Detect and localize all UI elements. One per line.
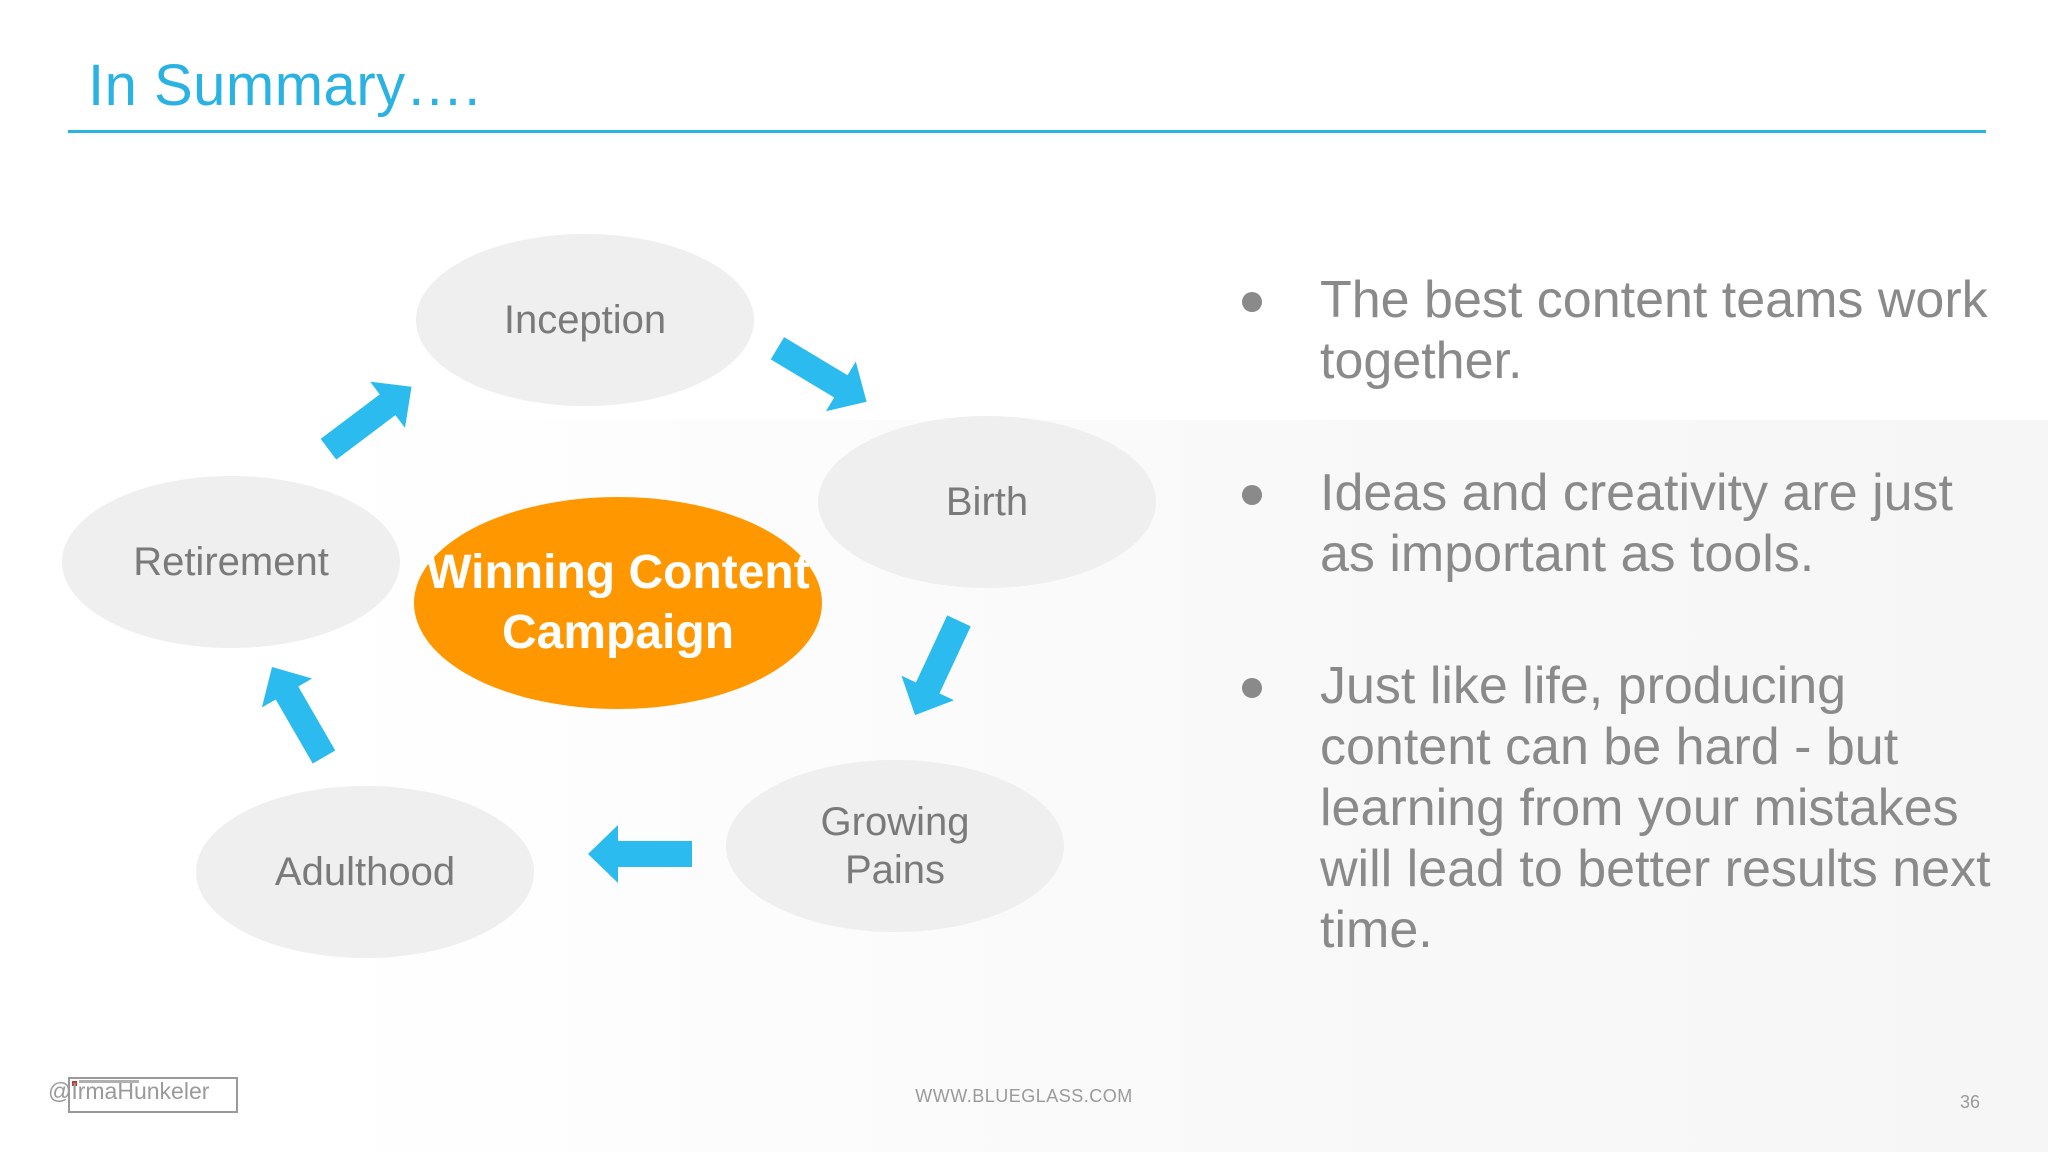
bullet-item: Just like life, producing content can be…: [1240, 656, 2020, 961]
stage-birth: Birth: [818, 416, 1156, 588]
center-winning-content-campaign: Winning Content Campaign: [414, 497, 822, 709]
summary-bullet-list: The best content teams work together. Id…: [1240, 270, 2020, 1032]
arrow-adulthood-to-retirement: [261, 666, 336, 764]
bullet-text: Just like life, producing content can be…: [1320, 657, 1991, 959]
bullet-dot-icon: [1242, 292, 1262, 312]
handle-thumbnail-frame: [68, 1077, 238, 1113]
twitter-handle: @IrmaHunkeler: [48, 1078, 210, 1104]
arrow-birth-to-growing-pains: [901, 615, 971, 716]
bullet-dot-icon: [1242, 678, 1262, 698]
stage-growing-pains: Growing Pains: [726, 760, 1064, 932]
bullet-dot-icon: [1242, 485, 1262, 505]
stage-inception: Inception: [416, 234, 754, 406]
page-number: 36: [1959, 1092, 1980, 1112]
bullet-item: The best content teams work together.: [1240, 270, 2020, 392]
stage-retirement: Retirement: [62, 476, 400, 648]
bullet-text: Ideas and creativity are just as importa…: [1320, 464, 1953, 583]
thumbnail-caption: [79, 1080, 139, 1083]
title-underline: [68, 130, 1986, 133]
arrow-growing-pains-to-adulthood: [588, 825, 692, 883]
bullet-item: Ideas and creativity are just as importa…: [1240, 463, 2020, 585]
slide-title: In Summary….: [88, 53, 481, 118]
stage-adulthood: Adulthood: [196, 786, 534, 958]
thumbnail-mark-icon: [72, 1081, 77, 1086]
footer-url: WWW.BLUEGLASS.COM: [915, 1086, 1133, 1106]
background-band: [0, 0, 2048, 420]
bullet-text: The best content teams work together.: [1320, 271, 1988, 390]
